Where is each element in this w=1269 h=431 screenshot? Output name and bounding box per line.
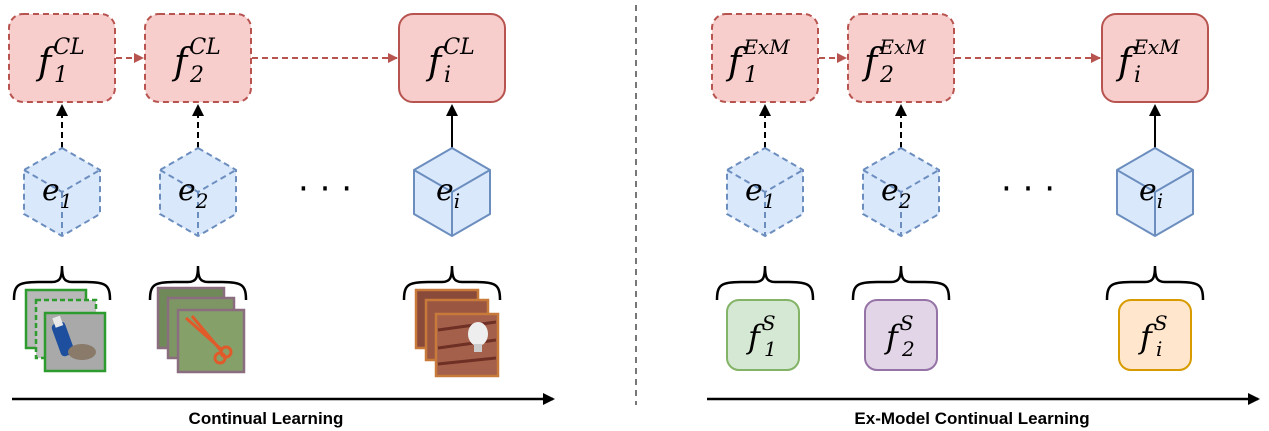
exp-base: e [881,173,899,208]
expert-sub: 1 [764,337,777,361]
svg-text:ei: ei [1139,173,1163,213]
ellipsis: · · · [298,169,352,209]
brace-2 [148,265,248,301]
svg-text:ei: ei [436,173,460,213]
image-stack-i [414,288,500,378]
model-sub: i [1134,63,1141,88]
left-model-2: fCL 2 [144,13,252,103]
image-stack-2 [156,286,246,374]
exp-sub: i [454,189,460,213]
expert-sup: S [900,311,914,335]
model-sub: 2 [189,63,204,88]
brace-i [1105,265,1205,301]
brace-1 [12,265,112,301]
left-model-i: fCL i [398,13,506,103]
exp-base: e [42,173,60,208]
brace-2 [851,265,951,301]
exp-base: e [1139,173,1157,208]
exp-base: e [745,173,763,208]
model-sup: CL [189,35,220,60]
exp-sub: 1 [60,189,73,213]
svg-text:e2: e2 [178,173,209,213]
exp-sub: 2 [898,189,912,213]
exp-sub: i [1157,189,1163,213]
left-cube-1 [23,146,101,238]
model-sub: 1 [54,63,68,88]
svg-text:e1: e1 [42,173,73,213]
caption-left: Continual Learning [189,409,344,428]
exp-base: e [436,173,454,208]
expert-sup: S [762,311,776,335]
model-sup: CL [443,35,474,60]
brace-1 [715,265,815,301]
model-sup: ExM [1132,35,1180,59]
model-sub: i [444,63,451,88]
model-sup: ExM [878,35,926,59]
right-cube-i [1116,146,1194,238]
image-stack-1 [24,288,107,373]
model-sup: ExM [742,35,790,59]
exp-base: e [178,173,196,208]
svg-text:e2: e2 [881,173,912,213]
left-cube-i [413,146,491,238]
ellipsis: · · · [1001,169,1055,209]
left-panel: fCL 1 fCL 2 fCL i [8,13,555,428]
model-sup: CL [53,35,84,60]
model-sub: 1 [744,63,758,88]
expert-sub: i [1156,337,1162,361]
right-cube-1 [726,146,804,238]
left-cube-2 [159,146,237,238]
right-cube-2 [862,146,940,238]
left-model-1: fCL 1 [8,13,116,103]
exp-sub: 2 [195,189,209,213]
expert-sup: S [1154,311,1168,335]
svg-text:e1: e1 [745,173,776,213]
brace-i [402,265,502,301]
expert-sub: 2 [901,337,915,361]
caption-right: Ex-Model Continual Learning [854,409,1089,428]
exp-sub: 1 [763,189,776,213]
model-sub: 2 [879,63,894,88]
